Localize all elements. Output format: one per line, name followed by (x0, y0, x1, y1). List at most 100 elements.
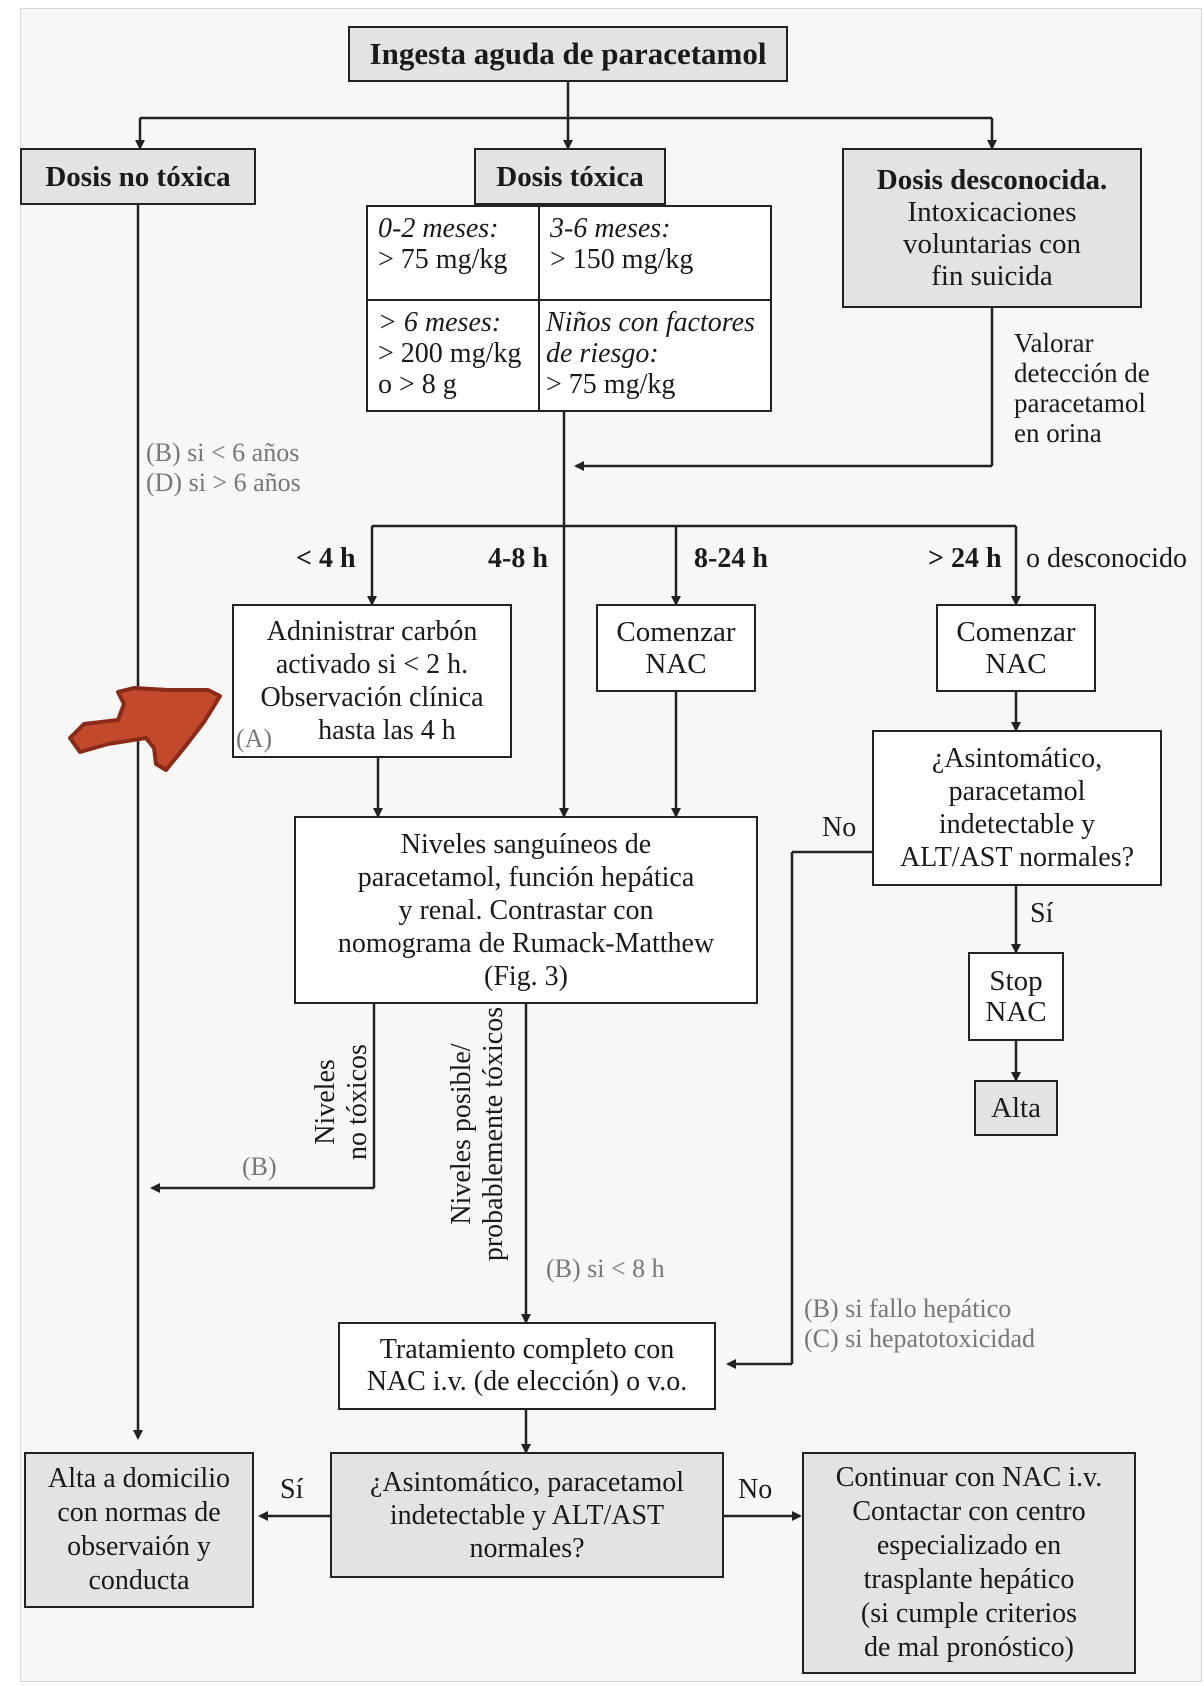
discharge-node: Alta a domicilio con normas de observaió… (24, 1452, 254, 1608)
age-group: Niños con factores (546, 307, 755, 338)
no-label-right: No (822, 812, 857, 843)
si-label-right: Sí (1030, 898, 1054, 929)
charcoal-line4: hasta las 4 h (318, 715, 456, 746)
evidence-hepatotoxicity: (C) si hepatotoxicidad (804, 1324, 1036, 1353)
dose-cell-risk-factors: Niños con factores de riesgo: > 75 mg/kg (540, 301, 772, 406)
blood-levels-node: Niveles sanguíneos de paracetamol, funci… (294, 816, 758, 1004)
continue-line1: Continuar con NAC i.v. (835, 1462, 1103, 1493)
liver-evidence: (B) si fallo hepático (C) si hepatotoxic… (804, 1294, 1035, 1354)
asymptomatic-check-right: ¿Asintomático, paracetamol indetectable … (872, 730, 1162, 886)
nac-start-line1: Comenzar (616, 616, 736, 648)
nontoxic-levels-line2: no tóxicos (342, 1044, 373, 1160)
dose-threshold: > 200 mg/kg (378, 338, 522, 369)
asym-bottom-line1: ¿Asintomático, paracetamol (369, 1466, 685, 1498)
annotation-arrow (68, 686, 222, 772)
nac-start-mid-node: Comenzar NAC (596, 604, 756, 692)
unknown-dose-line1: Intoxicaciones (907, 196, 1077, 228)
dose-cell-0-2-months: 0-2 meses: > 75 mg/kg (368, 207, 538, 281)
discharge-line3: observaión y (67, 1531, 211, 1562)
time-label-unknown: o desconocido (1026, 543, 1187, 574)
continue-nac-node: Continuar con NAC i.v. Contactar con cen… (802, 1452, 1136, 1674)
nac-start-line2: NAC (645, 648, 707, 680)
discharge-line4: conducta (88, 1565, 190, 1596)
asym-bottom-line3: normales? (469, 1532, 585, 1564)
discharge-line1: Alta a domicilio (48, 1463, 230, 1494)
time-label-under-4h: < 4 h (296, 543, 356, 574)
continue-line6: de mal pronóstico) (864, 1632, 1074, 1663)
age-group: 0-2 meses: (378, 213, 499, 244)
no-label-bottom: No (738, 1474, 773, 1505)
discharge-line2: con normas de (57, 1497, 221, 1528)
charcoal-line3: Observación clínica (260, 682, 484, 713)
dose-cell-over-6-months: > 6 meses: > 200 mg/kg o > 8 g (368, 301, 538, 406)
continue-line4: trasplante hepático (863, 1564, 1075, 1595)
nontoxic-evidence: (B) (242, 1152, 277, 1181)
nac-start-line2: NAC (985, 648, 1047, 680)
unknown-dose-node: Dosis desconocida. Intoxicaciones volunt… (842, 148, 1142, 308)
toxic-levels-line2: probablemente tóxicos (478, 1006, 509, 1262)
urine-line3: paracetamol (1014, 388, 1146, 418)
nontoxic-levels-line1: Niveles (310, 1059, 341, 1145)
stop-line2: NAC (985, 995, 1047, 1028)
charcoal-line2: activado si < 2 h. (275, 649, 469, 680)
continue-line5: (si cumple criterios (860, 1598, 1078, 1629)
stop-nac-node: Stop NAC (968, 952, 1064, 1041)
urine-line2: detección de (1014, 358, 1150, 388)
dose-threshold: > 150 mg/kg (550, 244, 694, 275)
continue-line2: Contactar con centro (852, 1496, 1086, 1527)
toxic-dose-label: Dosis tóxica (496, 160, 644, 193)
asym-line4: ALT/AST normales? (899, 842, 1135, 873)
urine-line1: Valorar (1014, 328, 1094, 358)
start-node: Ingesta aguda de paracetamol (348, 26, 788, 82)
age-evidence-label: (B) si < 6 años (D) si > 6 años (146, 438, 301, 498)
dose-threshold: > 75 mg/kg (546, 369, 676, 400)
time-label-4-8h: 4-8 h (488, 543, 548, 574)
nontoxic-dose-label: Dosis no tóxica (45, 160, 231, 193)
dose-threshold: > 75 mg/kg (378, 244, 508, 275)
nontoxic-dose-node: Dosis no tóxica (20, 148, 256, 205)
levels-line2: paracetamol, función hepática (357, 861, 695, 893)
toxic-dose-node: Dosis tóxica (474, 148, 666, 205)
toxic-levels-line1: Niveles posible/ (446, 1043, 477, 1225)
stop-line1: Stop (989, 964, 1043, 997)
nac-start-line1: Comenzar (956, 616, 1076, 648)
start-label: Ingesta aguda de paracetamol (369, 36, 767, 71)
levels-line5: (Fig. 3) (484, 960, 568, 992)
asymptomatic-check-bottom: ¿Asintomático, paracetamol indetectable … (330, 1452, 724, 1578)
asym-bottom-line2: indetectable y ALT/AST (389, 1499, 665, 1531)
alta-label: Alta (991, 1092, 1041, 1124)
asym-line1: ¿Asintomático, (931, 743, 1103, 774)
alta-node: Alta (974, 1080, 1058, 1136)
evidence-over-6: (D) si > 6 años (146, 468, 301, 497)
time-label-over-24h: > 24 h (928, 543, 1002, 574)
charcoal-node: Adninistrar carbón activado si < 2 h. Ob… (232, 604, 512, 758)
asym-line2: paracetamol (948, 776, 1086, 807)
toxic-dose-table: 0-2 meses: > 75 mg/kg 3-6 meses: > 150 m… (366, 205, 772, 412)
treatment-line1: Tratamiento completo con (379, 1334, 675, 1365)
age-group: > 6 meses: (378, 307, 502, 338)
unknown-dose-line2: voluntarias con (903, 228, 1081, 260)
continue-line3: especializado en (876, 1530, 1062, 1561)
nontoxic-levels-label: Niveles no tóxicos (310, 1012, 378, 1192)
unknown-dose-title: Dosis desconocida. (876, 164, 1108, 196)
treatment-line2: NAC i.v. (de elección) o v.o. (366, 1366, 688, 1397)
evidence-under-6: (B) si < 6 años (146, 438, 300, 467)
age-group: 3-6 meses: (550, 213, 671, 244)
urine-line4: en orina (1014, 418, 1102, 448)
treatment-node: Tratamiento completo con NAC i.v. (de el… (338, 1322, 716, 1410)
dose-cell-3-6-months: 3-6 meses: > 150 mg/kg (540, 207, 770, 281)
unknown-dose-line3: fin suicida (931, 260, 1053, 292)
levels-line1: Niveles sanguíneos de (400, 828, 652, 860)
levels-line3: y renal. Contrastar con (398, 894, 654, 926)
toxic-levels-label: Niveles posible/ probablemente tóxicos (446, 984, 514, 1284)
nac-start-right-node: Comenzar NAC (936, 604, 1096, 692)
evidence-liver-failure: (B) si fallo hepático (804, 1294, 1012, 1323)
toxic-evidence: (B) si < 8 h (546, 1254, 665, 1283)
urine-detection-label: Valorar detección de paracetamol en orin… (1014, 328, 1150, 448)
si-label-bottom: Sí (280, 1474, 304, 1505)
time-label-8-24h: 8-24 h (694, 543, 768, 574)
asym-line3: indetectable y (938, 809, 1096, 840)
charcoal-evidence: (A) (236, 724, 273, 753)
levels-line4: nomograma de Rumack-Matthew (337, 927, 715, 959)
